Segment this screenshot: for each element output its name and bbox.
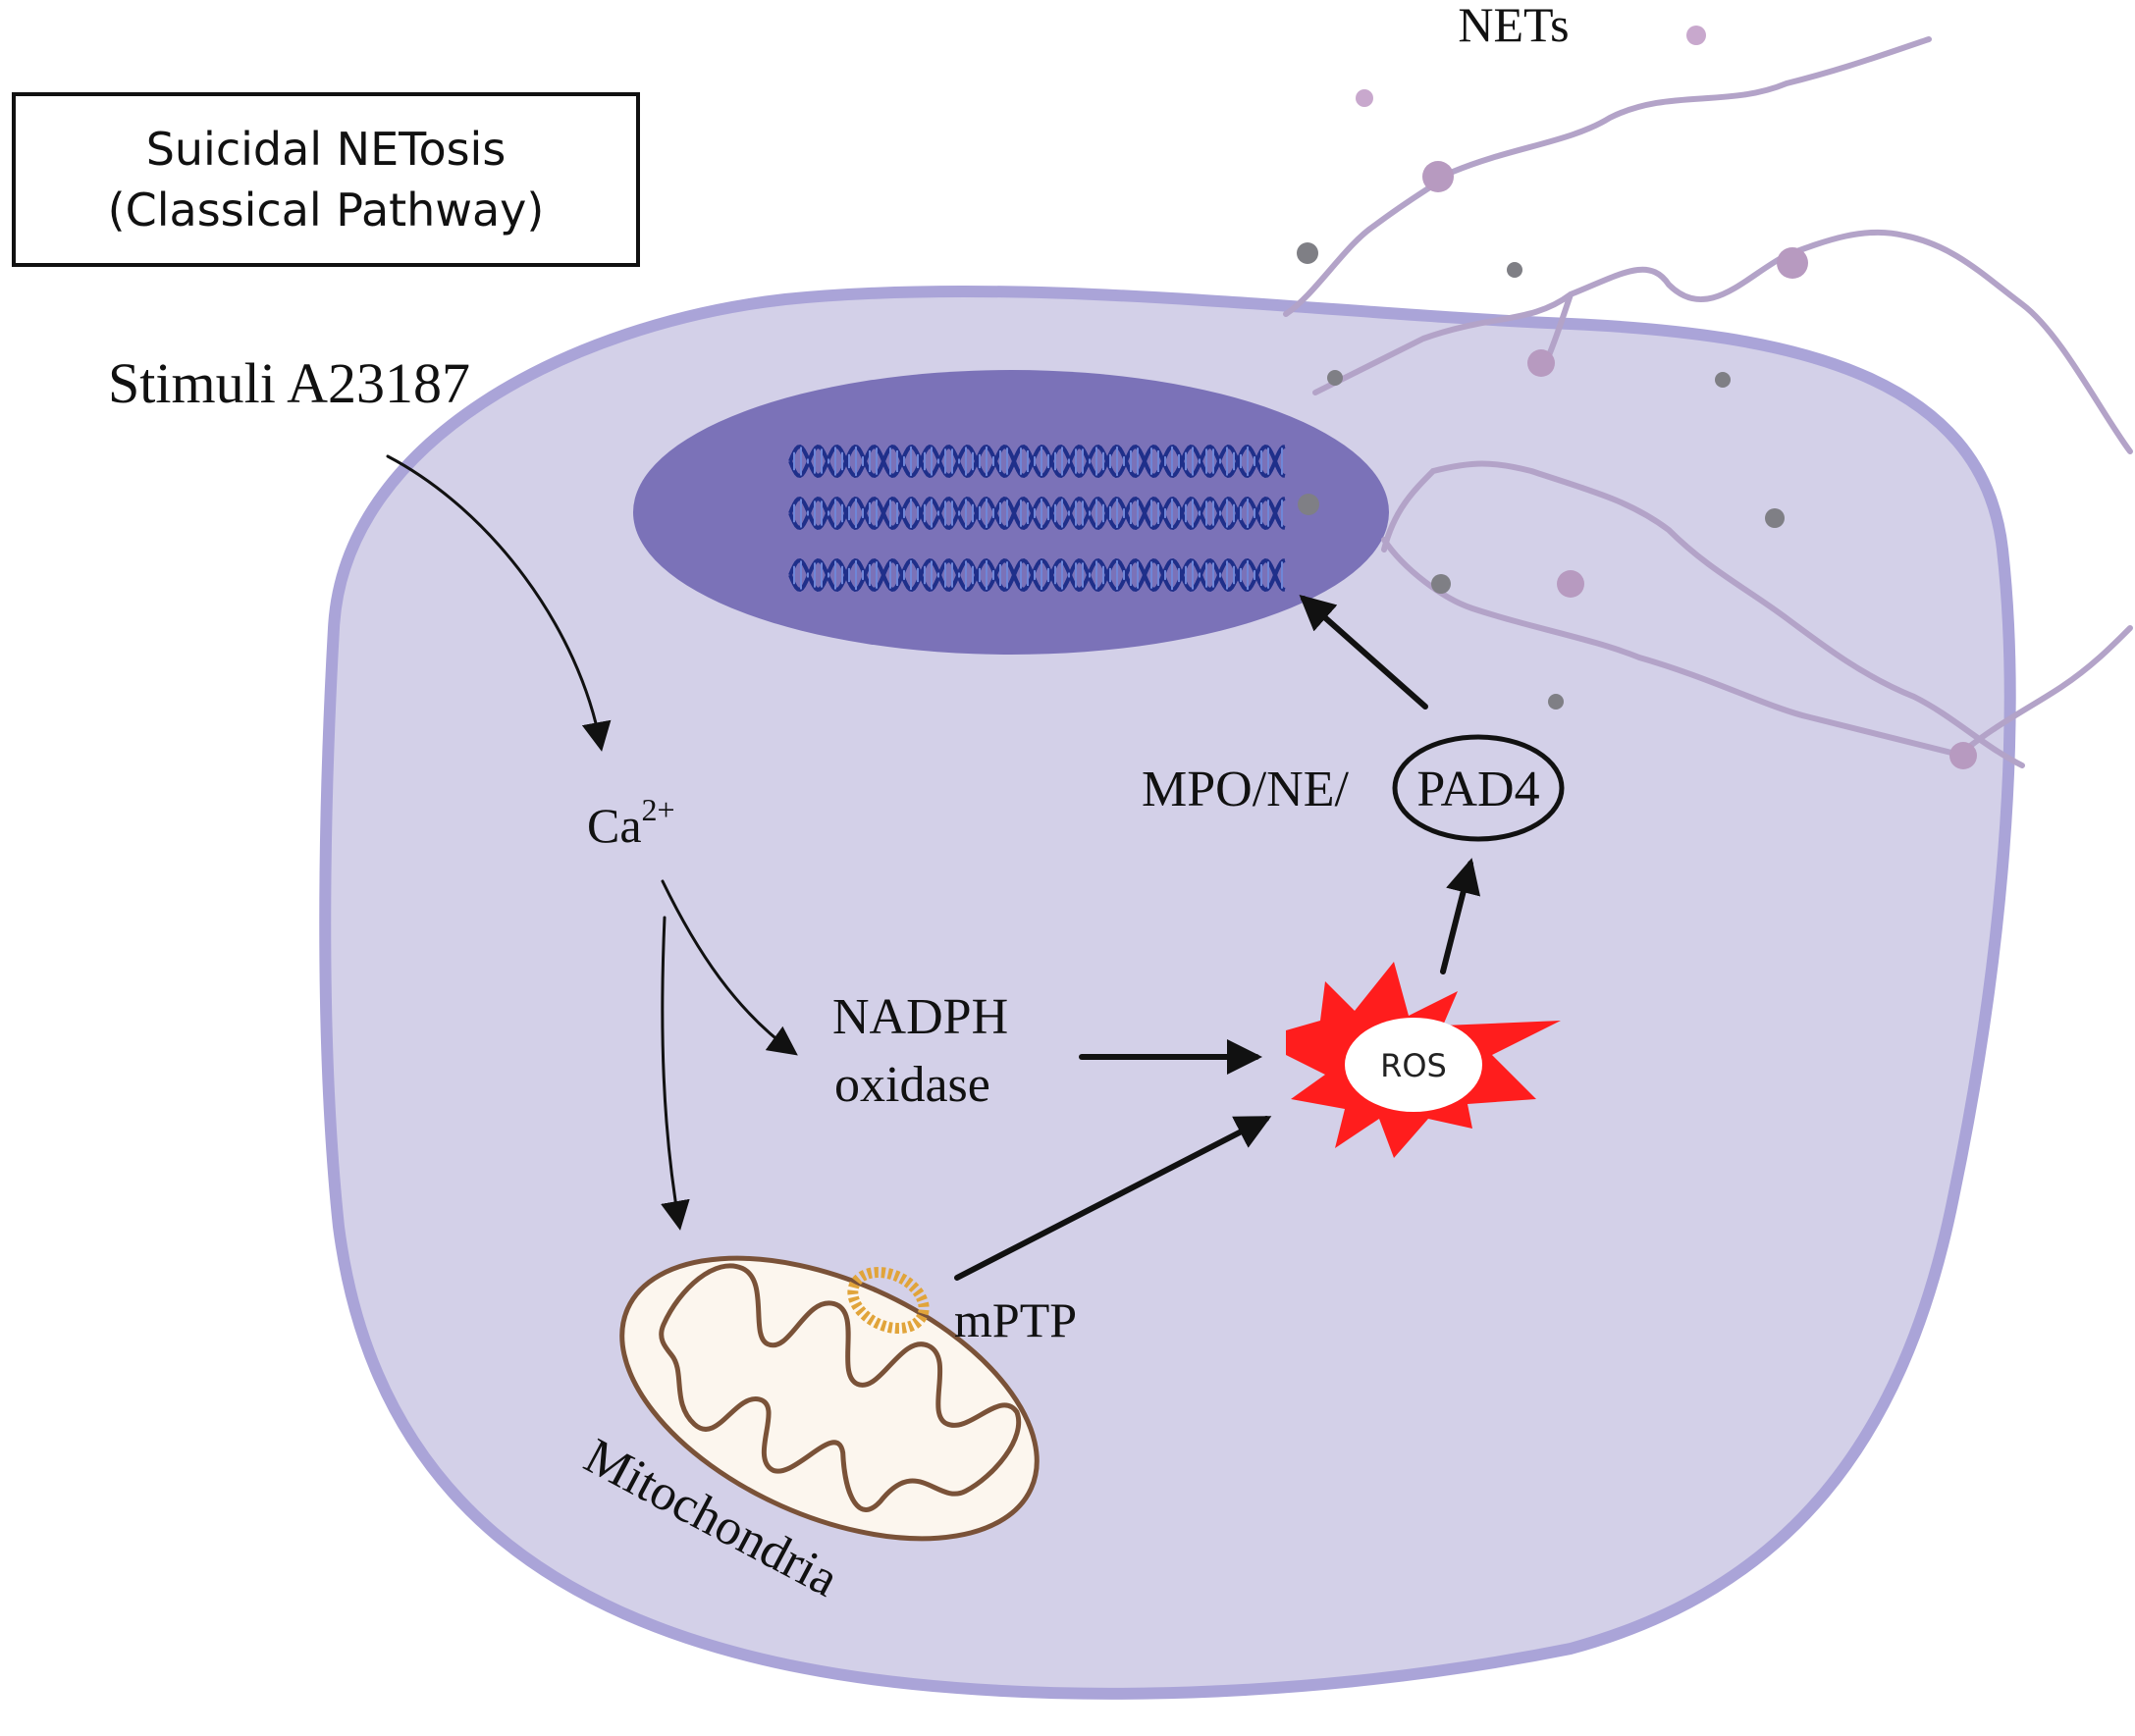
granule <box>1777 247 1808 279</box>
nets-label: NETs <box>1458 0 1569 52</box>
arrow-ca-to-mitochondria <box>661 916 690 1231</box>
title-line-1: Suicidal NETosis <box>145 122 507 176</box>
ros-burst: ROS <box>1286 962 1561 1158</box>
calcium-label: Ca2+ <box>587 792 675 853</box>
pad4-label: PAD4 <box>1416 762 1539 817</box>
dna-helix <box>788 496 1286 531</box>
arrow-mptp-to-ros <box>954 1116 1272 1281</box>
title-line-2: (Classical Pathway) <box>107 184 545 237</box>
dna-strands <box>788 444 1286 593</box>
arrow-stimuli-to-ca <box>386 454 612 752</box>
mptp-ring <box>847 1266 930 1335</box>
nadph-label-line2: oxidase <box>834 1057 990 1113</box>
net-fiber-5 <box>1955 625 2133 759</box>
granule <box>1431 574 1451 594</box>
nadph-label-line1: NADPH <box>832 989 1008 1045</box>
granule <box>1527 349 1555 377</box>
net-fiber-1 <box>1283 36 1932 317</box>
net-fiber-4 <box>1381 537 1966 759</box>
granule <box>1356 89 1373 107</box>
arrow-ca-to-nadph <box>661 879 798 1056</box>
ros-label: ROS <box>1380 1047 1447 1084</box>
mpo-ne-label: MPO/NE/ <box>1142 762 1349 817</box>
arrow-pad4-to-dna <box>1299 595 1428 710</box>
stimuli-label: Stimuli A23187 <box>108 351 470 415</box>
mitochondrion <box>619 1255 1040 1542</box>
granule <box>1422 161 1454 192</box>
granule <box>1507 262 1522 278</box>
net-granules <box>1297 26 1977 769</box>
granule <box>1715 372 1731 388</box>
pad4-circle <box>1392 734 1565 842</box>
granule <box>1765 508 1785 528</box>
granule <box>1297 242 1318 264</box>
granule <box>1327 370 1343 386</box>
dna-helix <box>788 557 1286 593</box>
granule <box>1298 494 1319 515</box>
dna-helix <box>788 444 1286 479</box>
net-fiber-3 <box>1381 460 2025 768</box>
arrows <box>386 454 798 1231</box>
title-box: Suicidal NETosis (Classical Pathway) <box>12 92 640 267</box>
granule <box>1548 694 1564 710</box>
net-fiber-2 <box>1312 229 2133 454</box>
granule <box>1557 570 1584 598</box>
mptp-label: mPTP <box>954 1292 1077 1347</box>
net-fibers <box>1283 36 2133 768</box>
thick-arrows <box>954 595 1481 1281</box>
arrow-ros-to-pad4 <box>1440 858 1481 974</box>
granule <box>1949 742 1977 769</box>
granule <box>1686 26 1706 45</box>
